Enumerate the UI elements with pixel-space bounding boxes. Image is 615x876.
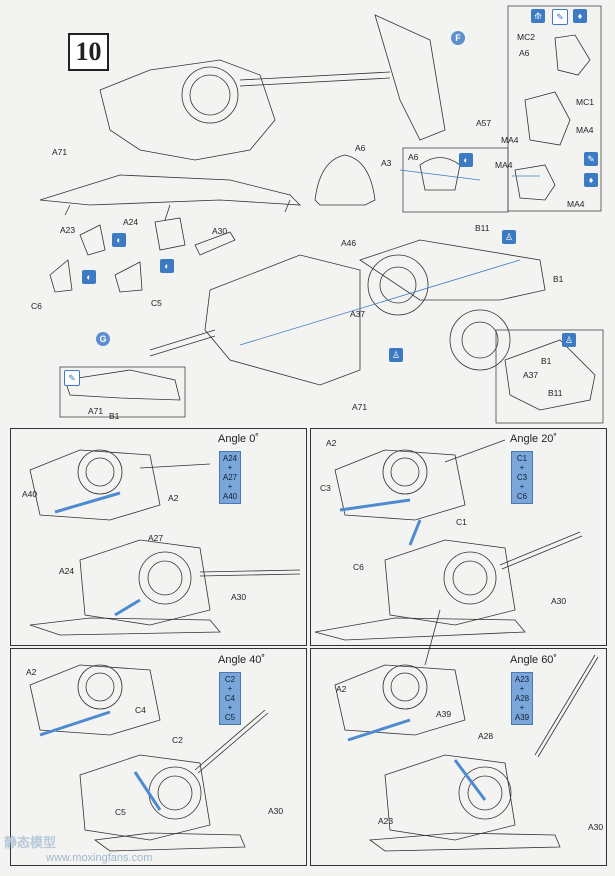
movable-icon: ♙ [389, 348, 403, 362]
label-b1-inset: B1 [541, 356, 552, 366]
assembly-icon: ⟰ [531, 9, 545, 23]
panel-20-label-c6: C6 [353, 562, 364, 572]
glue-icon: ♦ [584, 173, 598, 187]
panel-60-label-a28: A28 [478, 731, 494, 741]
label-a6-inset: A6 [408, 152, 419, 162]
panel-0-parts: A24+A27+A40 [219, 451, 241, 505]
panel-40-angle: Angle 40˚ [218, 654, 266, 666]
label-b11-inset: B11 [548, 388, 563, 398]
label-b1-c: B1 [109, 411, 120, 421]
glue-icon: ♦ [573, 9, 587, 23]
label-c6: C6 [31, 301, 42, 311]
panel-0-label-a27: A27 [148, 533, 164, 543]
panel-40-label-c5: C5 [115, 807, 126, 817]
label-a46: A46 [341, 238, 357, 248]
label-mc2: MC2 [517, 32, 535, 42]
panel-60-label-a39: A39 [436, 709, 452, 719]
movable-icon: ♙ [502, 230, 516, 244]
panel-40-parts: C2+C4+C5 [219, 672, 241, 726]
label-b11: B11 [475, 223, 490, 233]
paint-icon: ✎ [552, 9, 568, 25]
panel-40-label-a30: A30 [268, 806, 284, 816]
label-a71-b: A71 [352, 402, 368, 412]
label-a3: A3 [381, 158, 392, 168]
label-ma4-d: MA4 [567, 199, 585, 209]
label-ma4-b: MA4 [576, 125, 594, 135]
panel-20-label-a30: A30 [551, 596, 567, 606]
label-a6-seq: A6 [519, 48, 530, 58]
label-a23: A23 [60, 225, 76, 235]
panel-0-label-a24: A24 [59, 566, 75, 576]
panel-angle-60 [310, 648, 607, 866]
callout-f: F [451, 31, 465, 45]
panel-40-label-c2: C2 [172, 735, 183, 745]
panel-0-angle: Angle 0˚ [218, 433, 259, 445]
panel-20-label-c3: C3 [320, 483, 331, 493]
panel-60-label-a23: A23 [378, 816, 394, 826]
label-a71: A71 [52, 147, 68, 157]
movable-icon: ♙ [562, 333, 576, 347]
label-a24: A24 [123, 217, 139, 227]
cement-icon: ◐ [459, 153, 473, 167]
label-a30: A30 [212, 226, 228, 236]
panel-0-label-a30: A30 [231, 592, 247, 602]
paint-icon: ✎ [64, 370, 80, 386]
panel-20-label-a2: A2 [326, 438, 337, 448]
watermark-url: www.moxingfans.com [46, 852, 153, 864]
panel-60-parts: A23+A28+A39 [511, 672, 533, 726]
panel-20-label-c1: C1 [456, 517, 467, 527]
panel-0-label-a40: A40 [22, 489, 38, 499]
label-a6: A6 [355, 143, 366, 153]
label-mc1: MC1 [576, 97, 594, 107]
label-b1: B1 [553, 274, 564, 284]
label-c5: C5 [151, 298, 162, 308]
cement-icon: ◐ [112, 233, 126, 247]
panel-40-label-a2: A2 [26, 667, 37, 677]
step-number: 10 [68, 33, 109, 71]
panel-40-label-c4: C4 [135, 705, 146, 715]
panel-60-label-a2: A2 [336, 684, 347, 694]
cement-icon: ◐ [160, 259, 174, 273]
label-a37: A37 [350, 309, 366, 319]
paint-icon: ✎ [584, 152, 598, 166]
label-a71-c: A71 [88, 406, 104, 416]
label-ma4-a: MA4 [501, 135, 519, 145]
label-a37-inset: A37 [523, 370, 539, 380]
panel-20-parts: C1+C3+C6 [511, 451, 533, 505]
cement-icon: ◐ [82, 270, 96, 284]
callout-g: G [96, 332, 110, 346]
label-ma4-c: MA4 [495, 160, 513, 170]
watermark: 静态模型 [4, 835, 57, 850]
panel-60-angle: Angle 60˚ [510, 654, 558, 666]
label-a57: A57 [476, 118, 492, 128]
panel-0-label-a2: A2 [168, 493, 179, 503]
panel-20-angle: Angle 20˚ [510, 433, 558, 445]
panel-60-label-a30: A30 [588, 822, 604, 832]
panel-angle-20 [310, 428, 607, 646]
